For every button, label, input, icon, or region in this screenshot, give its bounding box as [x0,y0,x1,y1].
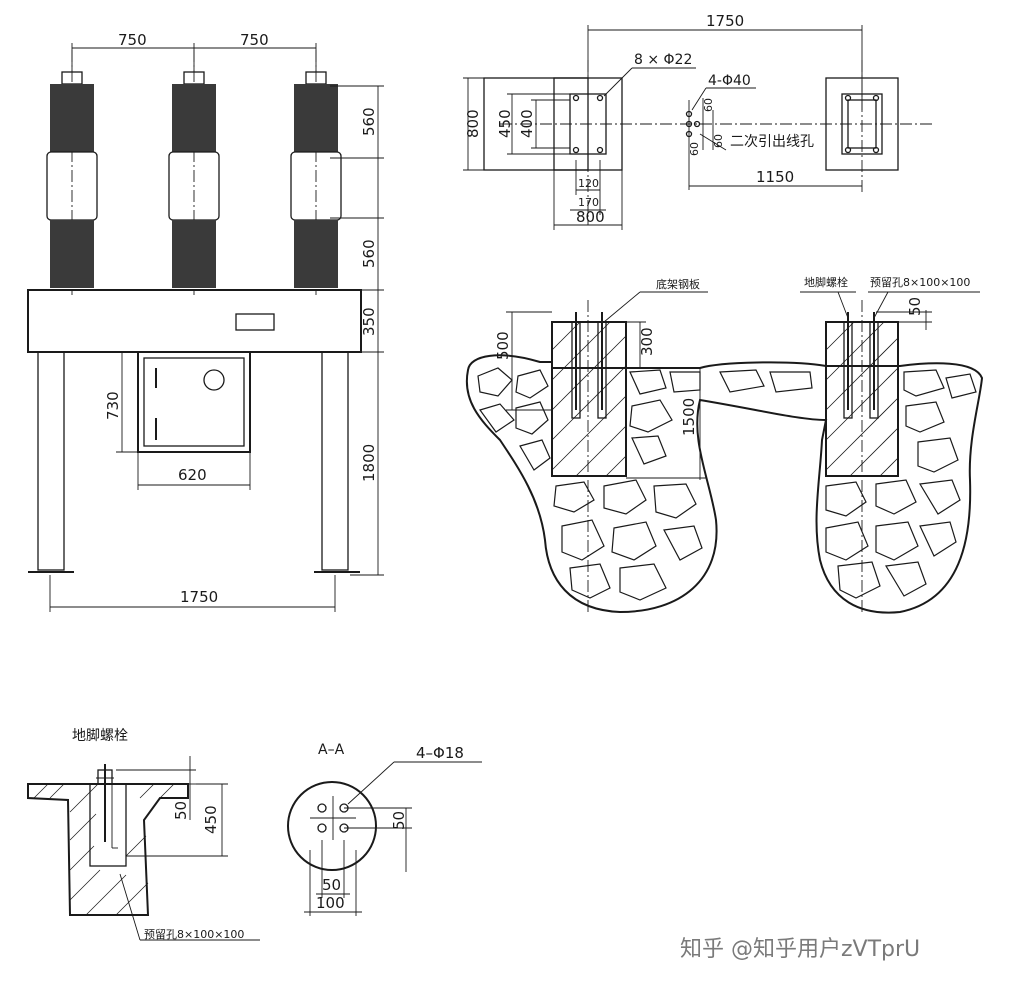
anchor-bolt-detail [27,756,260,941]
dim-620: 620 [178,466,207,484]
dim-1800: 1800 [360,444,378,482]
dim-400-v: 400 [518,109,536,138]
reserved-hole-label: 预留孔8×100×100 [870,276,970,289]
conduit-spec: 4-Φ40 [708,73,751,89]
plan-view [463,25,935,230]
dim-60-a: 60 [702,98,715,112]
anchor-bolt-title: 地脚螺栓 [72,728,128,744]
dim-800-h: 800 [576,208,605,226]
dim-1500: 1500 [680,398,698,436]
watermark: 知乎 @知乎用户zVTprU [680,937,920,962]
dim-450-detail: 450 [202,805,220,834]
dim-60-c: 60 [712,134,725,148]
leg-right [321,351,349,571]
base-steel-plate-label: 底架钢板 [656,277,700,291]
secondary-outlet-label: 二次引出线孔 [730,134,814,150]
foundation-view [465,291,984,614]
leg-left [37,351,65,571]
dim-120: 120 [578,177,599,190]
dim-50-foundation: 50 [906,297,924,316]
hole-spec: 8 × Φ22 [634,52,692,68]
section-aa-title: A–A [318,742,345,758]
pole-1 [46,71,98,288]
mechanism-cabinet [137,351,251,453]
dim-60-b: 60 [688,142,701,156]
dim-350: 350 [360,307,378,336]
nameplate [235,313,275,331]
dim-50-detail: 50 [172,801,190,820]
dim-1150: 1150 [756,168,794,186]
dim-50-aa-v: 50 [390,811,408,830]
dim-750-right: 750 [240,31,269,49]
pole-3 [290,71,342,288]
dim-1750-bottom: 1750 [180,588,218,606]
dim-730: 730 [104,391,122,420]
reserved-hole-detail-label: 预留孔8×100×100 [144,928,244,941]
dim-300: 300 [638,327,656,356]
anchor-bolt-label: 地脚螺栓 [804,275,848,289]
dim-450-v: 450 [496,109,514,138]
dim-750-left: 750 [118,31,147,49]
front-view [27,43,384,612]
dim-500: 500 [494,331,512,360]
section-aa [287,761,482,916]
dim-50-aa-h: 50 [322,876,341,894]
dim-560-lower: 560 [360,239,378,268]
dim-800-v: 800 [464,109,482,138]
dim-170: 170 [578,196,599,209]
dim-560-upper: 560 [360,107,378,136]
dim-100-aa: 100 [316,894,345,912]
pole-2 [168,71,220,288]
hole-spec-aa: 4–Φ18 [416,744,464,762]
dim-1750-top: 1750 [706,12,744,30]
frame [27,289,362,353]
